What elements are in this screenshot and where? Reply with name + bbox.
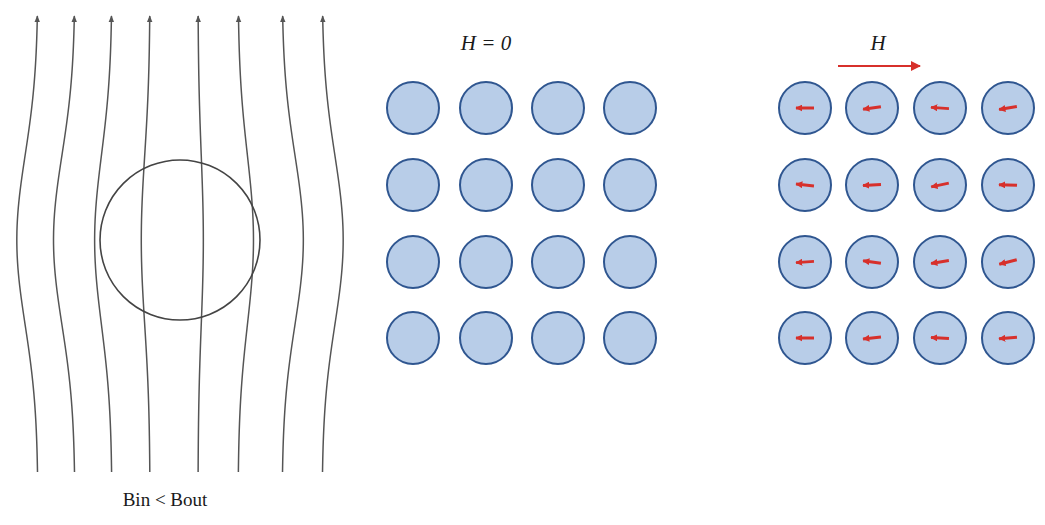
- magnetic-moment: [931, 336, 949, 340]
- magnetic-moment: [796, 107, 814, 110]
- field-line: [95, 16, 112, 472]
- atom: [982, 159, 1034, 211]
- atom: [982, 82, 1034, 134]
- atom: [779, 159, 831, 211]
- atom: [460, 236, 512, 288]
- magnetic-moment: [863, 261, 881, 264]
- atom-grid-zero-field: [387, 82, 656, 364]
- atom: [846, 159, 898, 211]
- atom: [914, 312, 966, 364]
- label-text: H: [870, 31, 885, 55]
- atom: [604, 159, 656, 211]
- atom: [387, 159, 439, 211]
- atom: [982, 236, 1034, 288]
- atom: [604, 236, 656, 288]
- field-line: [283, 16, 304, 472]
- magnetic-moment: [796, 184, 814, 186]
- field-arrow: [838, 65, 920, 67]
- atom: [914, 236, 966, 288]
- magnetic-moment: [999, 260, 1016, 264]
- atom: [779, 82, 831, 134]
- atom: [532, 312, 584, 364]
- atom: [846, 312, 898, 364]
- magnetic-moment: [999, 106, 1017, 109]
- label-text: H = 0: [461, 31, 511, 55]
- atom: [779, 312, 831, 364]
- magnetic-moment: [931, 261, 949, 264]
- field-line: [198, 16, 203, 472]
- atom: [460, 82, 512, 134]
- atom: [982, 312, 1034, 364]
- field-comparison-label: Bin < Bout: [123, 490, 208, 511]
- magnetic-moment: [863, 107, 881, 110]
- atom: [460, 159, 512, 211]
- field-lines: [17, 16, 343, 472]
- atom: [532, 82, 584, 134]
- atom: [460, 312, 512, 364]
- atom: [532, 236, 584, 288]
- field-line: [141, 16, 150, 472]
- atom: [532, 159, 584, 211]
- field-symbol-label: H: [870, 32, 885, 55]
- field-line: [238, 16, 253, 472]
- magnetic-moment: [999, 183, 1017, 187]
- diamagnetic-sphere: [100, 160, 260, 320]
- atom: [387, 82, 439, 134]
- atom: [604, 82, 656, 134]
- atom: [914, 82, 966, 134]
- magnetic-moment: [931, 183, 949, 187]
- field-line: [54, 16, 75, 472]
- magnetic-moment: [863, 337, 881, 339]
- atom: [387, 236, 439, 288]
- magnetic-moment: [863, 183, 881, 187]
- atom: [846, 236, 898, 288]
- atom: [846, 82, 898, 134]
- atom: [779, 236, 831, 288]
- magnetic-moment: [796, 337, 814, 340]
- field-line: [323, 16, 344, 472]
- atom: [914, 159, 966, 211]
- field-line: [17, 16, 38, 472]
- magnetic-moment: [796, 261, 814, 262]
- atom: [604, 312, 656, 364]
- magnetic-moment: [999, 337, 1017, 339]
- atom-grid-applied-field: [779, 82, 1034, 364]
- label-text: Bin < Bout: [123, 489, 208, 510]
- field-value-label: H = 0: [461, 32, 511, 55]
- magnetic-moment: [931, 107, 949, 108]
- atom: [387, 312, 439, 364]
